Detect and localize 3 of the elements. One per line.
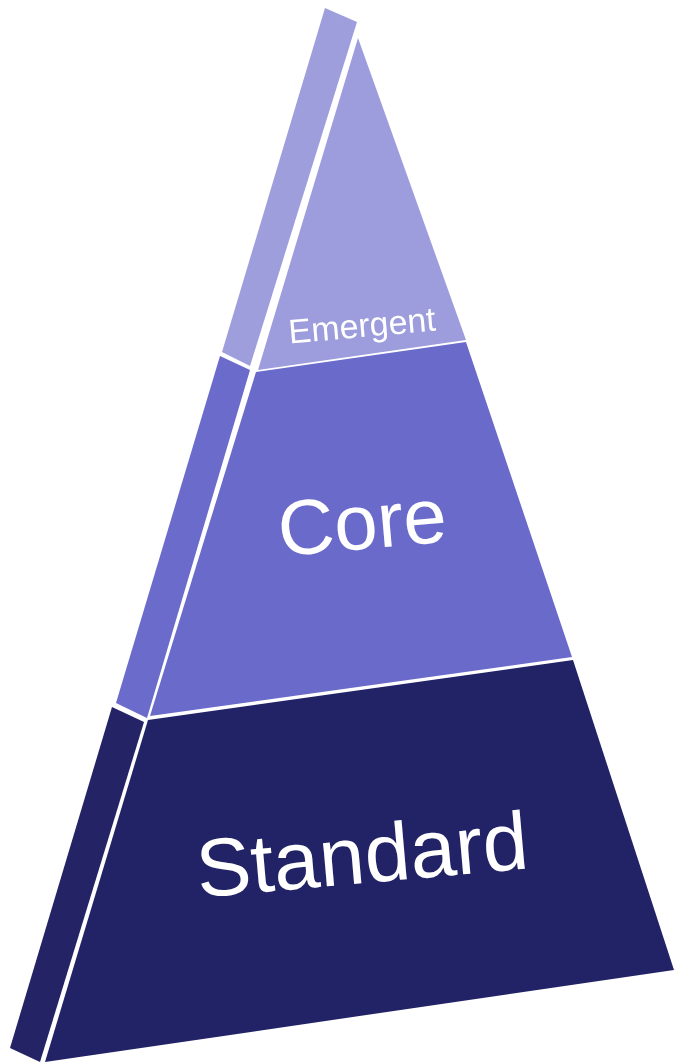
tier-label: Core xyxy=(274,475,450,569)
tier-label: Standard xyxy=(192,799,532,911)
tier-label: Emergent xyxy=(287,301,437,349)
